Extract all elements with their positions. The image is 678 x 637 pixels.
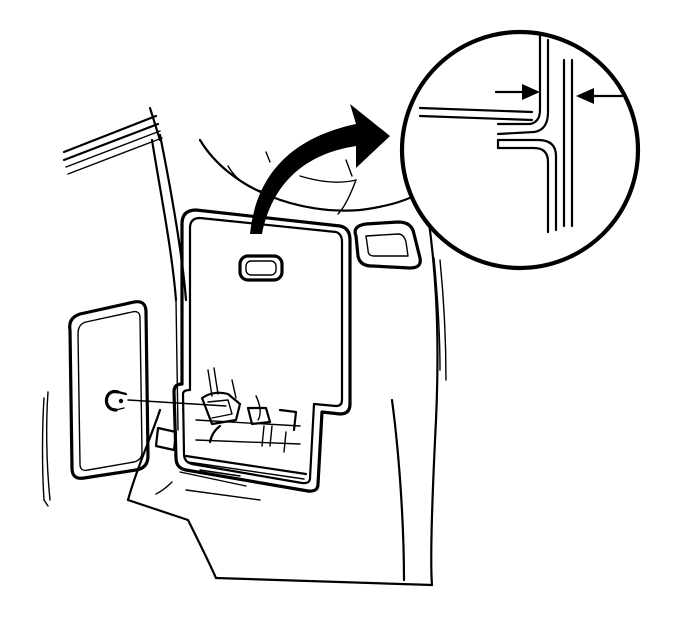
detail-magnifier — [399, 29, 641, 271]
pocket-handle — [353, 220, 422, 270]
left-edge-strokes — [41, 391, 51, 507]
fastener-clip — [104, 390, 227, 412]
access-door — [68, 300, 150, 480]
body-outline — [126, 138, 447, 587]
upper-trim-rail — [62, 106, 163, 175]
trim-panel — [172, 208, 352, 493]
latch-mechanism — [195, 367, 301, 453]
detail-gap-view — [418, 32, 574, 234]
curved-arrow-icon — [250, 104, 390, 234]
lower-trim — [154, 426, 308, 501]
panel-pull-handle — [238, 254, 284, 282]
dimension-arrow-icon — [494, 84, 624, 104]
left-pillar — [150, 133, 188, 431]
